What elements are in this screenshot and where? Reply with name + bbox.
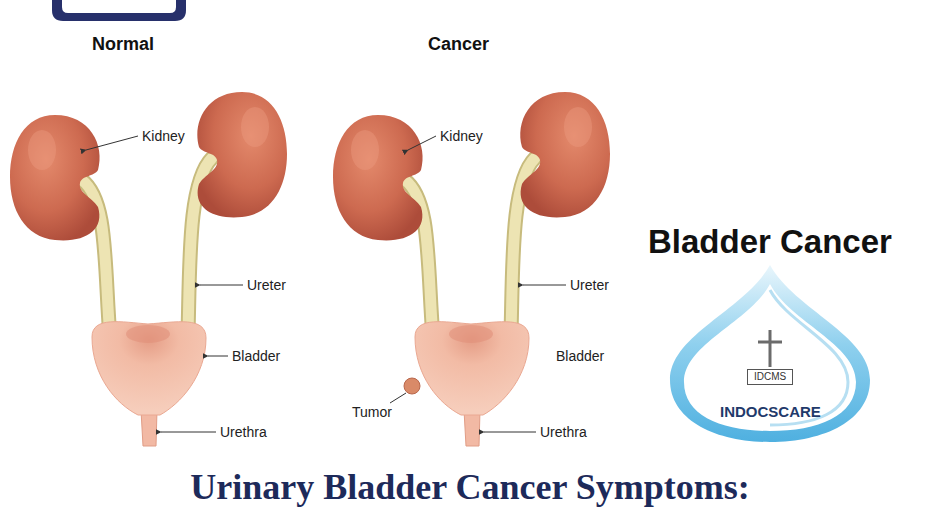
kidney-shape [10,115,100,240]
leader-line [208,356,228,357]
logo-drop: Bladder CancerINDOCSCARE IDCMS [620,220,920,445]
normal-urinary-tract [10,92,287,446]
part-label: Bladder [556,348,604,364]
part-label: Kidney [440,128,483,144]
kidney-shape [520,92,610,217]
kidney-body [333,115,423,240]
panel-heading: Normal [92,34,154,54]
part-label: Ureter [570,277,609,293]
part-label: Tumor [352,404,392,420]
part-label: Urethra [540,424,587,440]
bladder-shading [126,325,170,343]
kidney-shape [333,115,423,240]
kidney-highlight [28,130,56,170]
leader-line [200,285,243,286]
tumor-growth [404,378,420,394]
leader-line [523,285,566,286]
leader-line [390,393,406,403]
leader-line [86,136,138,150]
page-title: Urinary Bladder Cancer Symptoms: [0,466,940,508]
drop-body [670,265,870,442]
kidney-shape [197,92,287,217]
cancer-urinary-tract [333,92,610,446]
part-label: Ureter [247,277,286,293]
kidney-body [197,92,287,217]
kidney-highlight [564,107,592,147]
bladder-shape [415,322,529,415]
logo-frame [52,0,186,21]
part-label: Bladder [232,348,280,364]
brand-name: INDOCSCARE [720,403,821,421]
badge-text: IDCMS [754,371,786,383]
cross-symbol [758,341,782,344]
kidney-highlight [351,130,379,170]
drop-inner [684,284,856,431]
panel-heading: Cancer [428,34,489,54]
leader-line [484,432,536,433]
kidney-highlight [241,107,269,147]
part-label: Kidney [142,128,185,144]
logo-inner [62,0,176,13]
leader-lines [86,136,566,432]
brand-heading: Bladder Cancer [648,222,892,262]
kidney-body [520,92,610,217]
cross-symbol [769,330,772,367]
logo-badge: IDCMS [747,369,793,385]
leader-line [408,136,436,150]
bladder-shape [92,322,206,415]
leader-line [161,432,216,433]
bladder-shading [449,325,493,343]
part-label: Urethra [220,424,267,440]
kidney-body [10,115,100,240]
